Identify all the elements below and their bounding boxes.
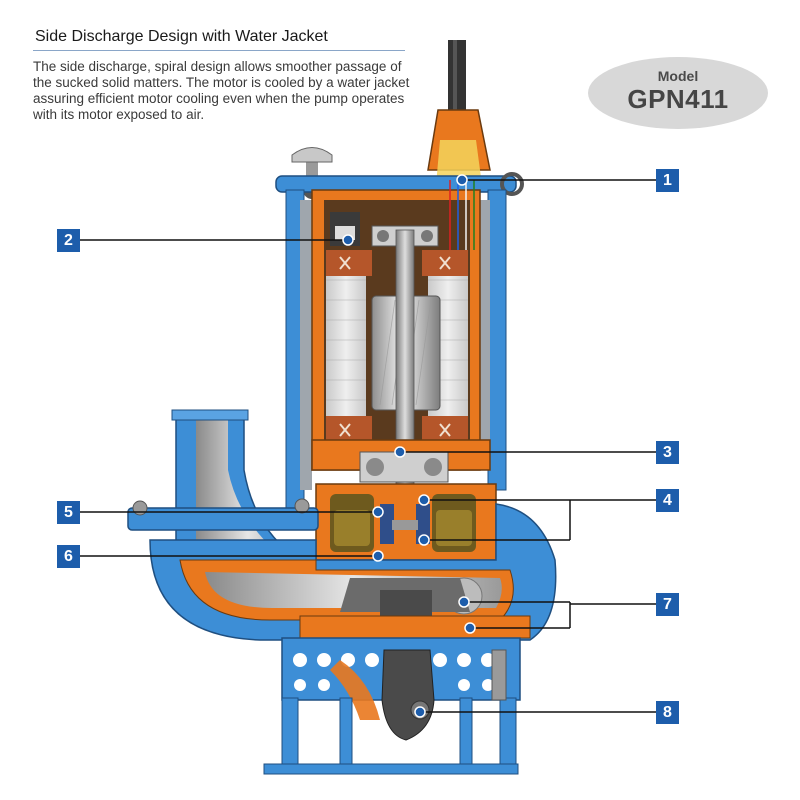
title-divider xyxy=(33,50,405,51)
callout-2: 2 xyxy=(57,229,80,252)
callout-8: 8 xyxy=(656,701,679,724)
side-bolt xyxy=(491,649,507,701)
callout-6: 6 xyxy=(57,545,80,568)
cover-hook xyxy=(500,172,524,196)
discharge-flange xyxy=(127,507,319,531)
mechanical-seal xyxy=(380,504,430,544)
callout-5: 5 xyxy=(57,501,80,524)
description-text: The side discharge, spiral design allows… xyxy=(33,59,410,122)
callout-4: 4 xyxy=(656,489,679,512)
discharge-outlet xyxy=(171,409,249,421)
callout-7: 7 xyxy=(656,593,679,616)
callout-dots xyxy=(342,174,476,718)
callout-leaders xyxy=(80,179,656,713)
winding-top-left xyxy=(326,250,372,276)
pump-stand xyxy=(263,697,519,775)
model-badge: Model GPN411 xyxy=(588,57,768,129)
callout-1: 1 xyxy=(656,169,679,192)
suction-cover xyxy=(299,615,531,639)
stator-left xyxy=(326,260,366,430)
terminal-box xyxy=(436,140,482,185)
model-number: GPN411 xyxy=(627,84,729,114)
model-label: Model xyxy=(657,68,699,84)
page-title: Side Discharge Design with Water Jacket xyxy=(35,28,328,45)
callout-3: 3 xyxy=(656,441,679,464)
